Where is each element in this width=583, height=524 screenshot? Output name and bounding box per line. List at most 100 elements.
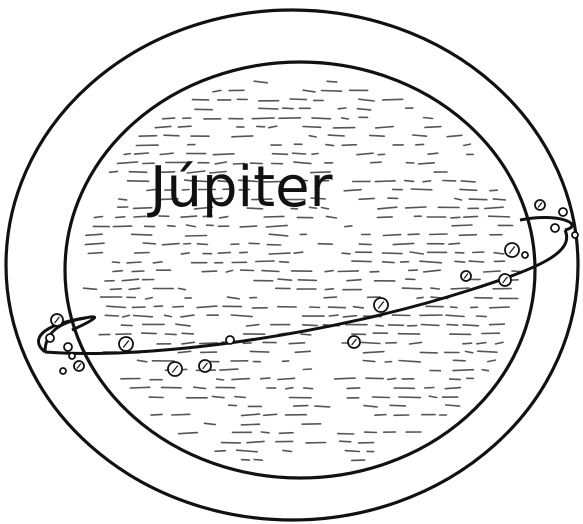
hatch-stroke [256,261,274,262]
hatch-stroke [375,415,386,416]
hatch-stroke [132,271,144,272]
outer-halo-ellipse [6,10,578,520]
hatch-stroke [363,361,375,362]
hatch-stroke [303,90,315,92]
hatch-stroke [232,379,249,380]
hatch-stroke [303,369,311,370]
hatch-stroke [452,225,472,226]
hatch-stroke [388,378,396,379]
hatch-stroke [447,325,458,326]
hatch-stroke [455,198,462,200]
hatch-stroke [194,387,206,388]
hatch-stroke [490,190,497,191]
hatch-stroke [110,289,121,290]
hatch-stroke [464,144,471,145]
hatch-stroke [431,288,439,289]
hatch-stroke [358,109,371,110]
hatch-stroke [228,297,240,299]
hatch-stroke [178,351,190,352]
hatch-stroke [94,217,102,218]
hatch-stroke [390,405,405,406]
hatch-stroke [242,414,260,416]
hatch-stroke [232,136,253,137]
hatch-stroke [172,414,190,415]
hatch-stroke [450,379,461,380]
moon [551,224,559,232]
hatch-stroke [345,451,359,452]
hatch-stroke [378,207,397,209]
hatch-stroke [123,315,130,317]
hatch-stroke [364,406,377,407]
hatch-stroke [264,414,277,415]
hatch-stroke [477,343,486,344]
hatch-stroke [485,207,503,208]
hatch-stroke [295,351,310,352]
hatch-stroke [496,342,503,344]
hatch-stroke [113,226,131,227]
hatch-stroke [424,270,440,272]
hatch-stroke [139,136,156,137]
surface-hatching [84,81,520,460]
hatch-stroke [399,397,421,398]
hatch-stroke [326,145,334,146]
hatch-stroke [428,153,438,154]
hatch-stroke [455,261,465,262]
hatch-stroke [310,307,320,308]
hatch-stroke [421,325,439,326]
hatch-stroke [419,163,435,164]
hatch-stroke [107,306,126,307]
hatch-stroke [430,234,448,235]
hatch-stroke [453,370,473,371]
hatch-stroke [231,315,252,317]
hatch-stroke [155,126,171,127]
hatch-stroke [344,190,361,191]
hatch-stroke [173,306,184,307]
hatch-stroke [383,99,403,100]
planet-title: Júpiter [150,160,333,216]
hatch-stroke [411,189,432,190]
hatch-stroke [121,325,132,326]
hatch-stroke [146,298,153,299]
hatch-stroke [165,315,172,316]
hatch-stroke [247,441,264,442]
hatch-stroke [420,261,442,263]
hatch-stroke [327,81,337,82]
hatch-stroke [405,181,414,182]
hatch-stroke [466,351,473,352]
hatch-stroke [304,388,313,389]
hatch-stroke [279,433,293,434]
hatch-stroke [218,252,230,253]
hatch-stroke [469,261,484,262]
hatch-stroke [478,351,497,352]
hatch-stroke [182,342,194,344]
hatch-stroke [294,252,303,253]
hatch-stroke [312,118,331,119]
hatch-stroke [484,271,501,272]
hatch-stroke [342,118,349,119]
hatch-stroke [324,297,336,298]
hatch-stroke [235,397,245,398]
hatch-stroke [301,334,311,335]
hatch-stroke [409,342,421,344]
hatch-stroke [406,207,426,208]
hatch-stroke [321,91,341,92]
hatch-stroke [182,333,193,334]
hatch-stroke [494,253,504,254]
hatch-stroke [464,216,478,217]
hatch-stroke [132,234,152,235]
hatch-stroke [425,388,434,389]
hatch-stroke [335,378,355,379]
hatch-stroke [359,99,374,101]
hatch-stroke [490,307,509,308]
hatch-stroke [179,288,186,289]
hatch-stroke [84,288,97,289]
hatch-stroke [110,171,118,172]
hatch-stroke [187,225,196,227]
hatch-stroke [315,406,330,407]
hatch-stroke [205,423,216,424]
hatch-stroke [261,432,269,433]
hatch-stroke [252,118,274,119]
hatch-stroke [176,324,190,326]
hatch-stroke [283,108,294,109]
